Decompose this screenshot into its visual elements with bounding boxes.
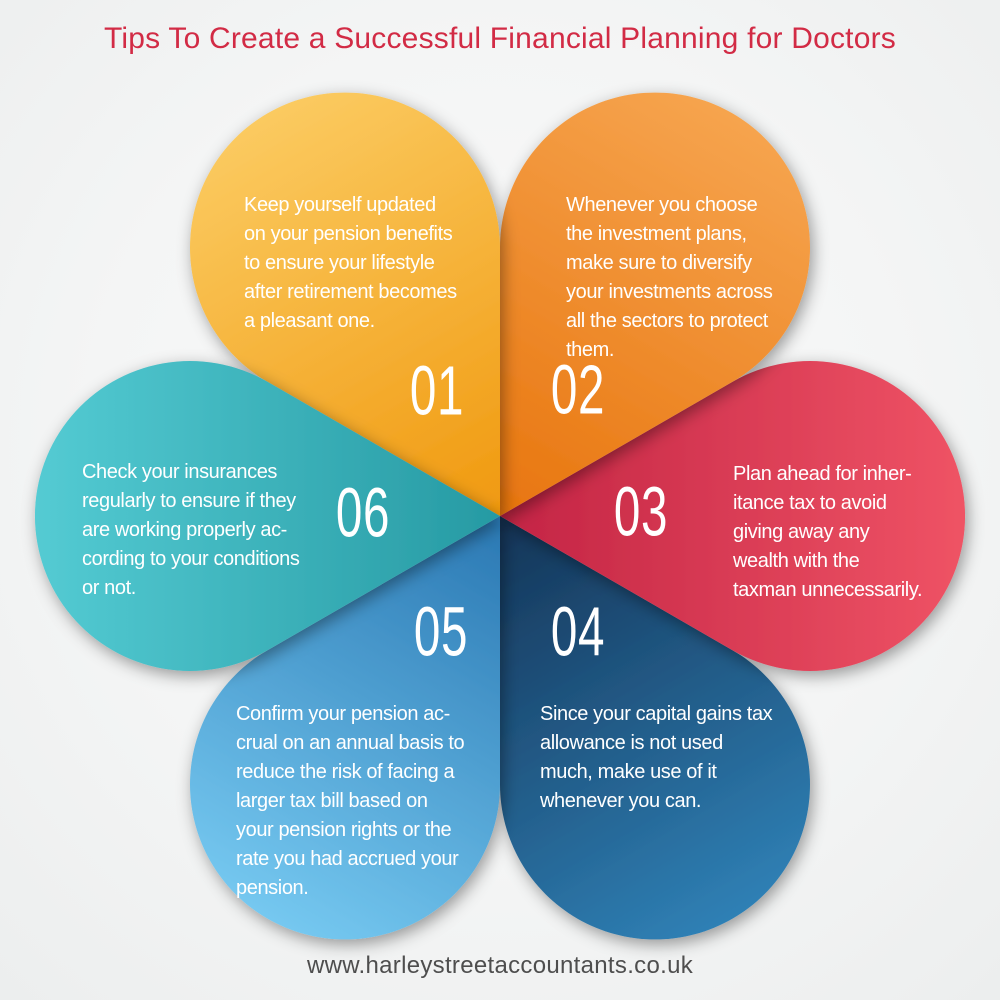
petal-04-description: Since your capital gains tax allowance i… (540, 703, 773, 812)
petal-04-shape (500, 516, 810, 940)
page-title: Tips To Create a Successful Financial Pl… (104, 22, 896, 55)
petal-05-number: 05 (413, 592, 469, 671)
petal-02-number: 02 (550, 350, 606, 429)
petal-05-shape (190, 516, 500, 940)
petal-02-description: Whenever you choose the investment plans… (566, 194, 773, 361)
petal-01-description: Keep yourself updated on your pension be… (244, 194, 457, 332)
petal-05-description: Confirm your pension ac- crual on an ann… (236, 703, 465, 899)
petal-06-shape (34, 360, 500, 671)
petal-03-description: Plan ahead for inher- itance tax to avoi… (733, 463, 923, 601)
petal-01-number: 01 (409, 351, 465, 430)
petal-06-number: 06 (335, 473, 391, 552)
petal-02-shape (500, 92, 810, 516)
petal-04-number: 04 (550, 592, 606, 671)
petal-06-description: Check your insurances regularly to ensur… (82, 461, 300, 599)
petal-03-number: 03 (613, 472, 669, 551)
petal-03-shape (500, 360, 966, 672)
website-url: www.harleystreetaccountants.co.uk (306, 952, 694, 979)
petal-01-shape (190, 92, 500, 517)
